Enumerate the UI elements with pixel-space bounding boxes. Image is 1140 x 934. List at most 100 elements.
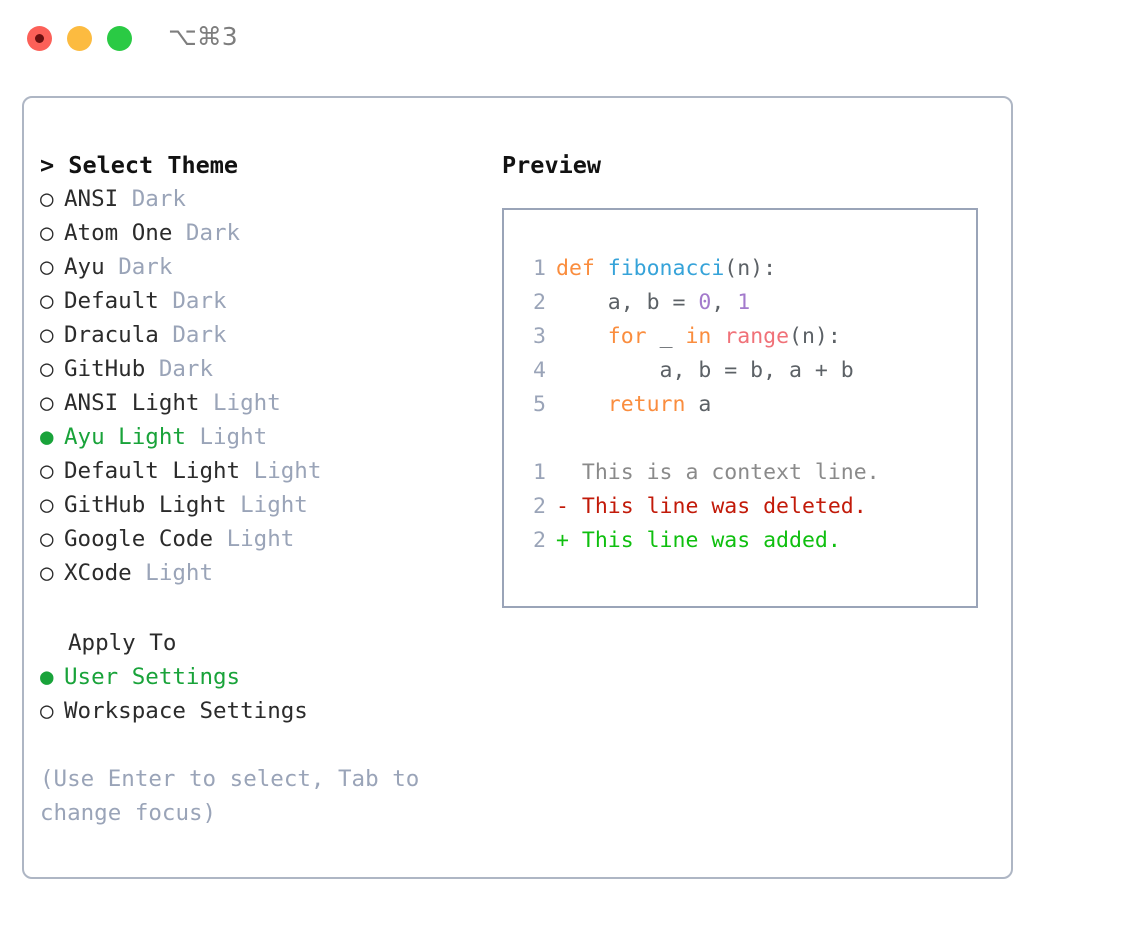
code-line-number: 1 xyxy=(533,256,546,281)
radio-unselected-icon: ○ xyxy=(40,186,54,212)
code-line: 3 for _ in range(n): xyxy=(520,320,976,354)
theme-option-label: ANSI xyxy=(64,186,119,212)
minimize-window-button[interactable] xyxy=(67,26,92,51)
code-token-call: range xyxy=(724,324,790,349)
theme-option-tag: Light xyxy=(226,526,295,552)
theme-option-label: Ayu xyxy=(64,254,105,280)
radio-unselected-icon: ○ xyxy=(40,288,54,314)
theme-option-ayu[interactable]: ○Ayu Dark xyxy=(40,250,500,284)
theme-option-label: ANSI Light xyxy=(64,390,200,416)
code-token-plain: a, b = xyxy=(556,290,699,315)
code-token-plain: _ xyxy=(646,324,686,349)
code-line-number: 4 xyxy=(533,358,546,383)
theme-option-label: GitHub xyxy=(64,356,146,382)
title-bar: ⌥⌘3 xyxy=(0,0,1140,78)
code-token-plain: , xyxy=(711,290,738,315)
apply-to-section: Apply To ● User Settings ○ Workspace Settin… xyxy=(40,626,500,728)
radio-unselected-icon: ○ xyxy=(40,356,54,382)
code-token-fn: fibonacci xyxy=(607,256,725,281)
theme-option-tag: Light xyxy=(145,560,214,586)
theme-option-xcode[interactable]: ○XCode Light xyxy=(40,556,500,590)
theme-option-tag: Dark xyxy=(172,322,227,348)
radio-selected-icon: ● xyxy=(40,424,54,450)
radio-unselected-icon: ○ xyxy=(40,458,54,484)
theme-option-default-light[interactable]: ○Default Light Light xyxy=(40,454,500,488)
diff-line-text: - This line was deleted. xyxy=(556,494,867,519)
code-token-plain: a, b = b, a + b xyxy=(556,358,854,383)
close-window-button[interactable] xyxy=(27,26,52,51)
theme-option-ansi-light[interactable]: ○ ANSI Light Light xyxy=(40,386,500,420)
theme-option-github-light[interactable]: ○GitHub Light Light xyxy=(40,488,500,522)
code-token-plain: (n): xyxy=(724,256,777,281)
code-diff-spacer xyxy=(520,422,976,456)
theme-option-label: Google Code xyxy=(64,526,214,552)
theme-options-list: ○ANSI Dark○Atom One Dark○Ayu Dark○Defaul… xyxy=(40,182,500,590)
code-token-plain xyxy=(711,324,724,349)
code-token-kw: for xyxy=(607,324,647,349)
theme-option-label: Default xyxy=(64,288,159,314)
radio-unselected-icon: ○ xyxy=(40,698,54,724)
theme-option-tag: Dark xyxy=(118,254,173,280)
code-token-num: 0 xyxy=(698,290,712,315)
apply-to-option-label: User Settings xyxy=(64,664,241,690)
theme-option-ayu-light[interactable]: ● Ayu Light Light xyxy=(40,420,500,454)
theme-option-tag: Light xyxy=(253,458,322,484)
code-token-plain: (n): xyxy=(789,324,841,349)
diff-line-number: 2 xyxy=(533,528,546,553)
radio-unselected-icon: ○ xyxy=(40,492,54,518)
diff-line-text: + This line was added. xyxy=(556,528,841,553)
preview-header: Preview xyxy=(502,151,602,179)
code-token-kw: def xyxy=(556,256,608,281)
radio-unselected-icon: ○ xyxy=(40,322,54,348)
diff-line-del: 2 - This line was deleted. xyxy=(520,490,976,524)
theme-option-tag: Light xyxy=(240,492,308,518)
theme-option-github[interactable]: ○ GitHub Dark xyxy=(40,352,500,386)
diff-line-ctx: 1 This is a context line. xyxy=(520,456,976,490)
theme-option-atom-one[interactable]: ○Atom One Dark xyxy=(40,216,500,250)
radio-selected-icon: ● xyxy=(40,664,54,690)
theme-option-tag: Dark xyxy=(158,356,214,382)
maximize-window-button[interactable] xyxy=(107,26,132,51)
apply-to-option-label: Workspace Settings xyxy=(64,698,308,724)
radio-unselected-icon: ○ xyxy=(40,560,54,586)
apply-to-options-list: ● User Settings ○ Workspace Settings xyxy=(40,660,500,728)
apply-to-header: Apply To xyxy=(68,630,177,656)
theme-option-ansi[interactable]: ○ ANSI Dark xyxy=(40,182,500,216)
code-token-num: 1 xyxy=(737,290,751,315)
theme-option-tag: Light xyxy=(199,424,268,450)
theme-option-google-code[interactable]: ○ Google Code Light xyxy=(40,522,500,556)
theme-option-label: Dracula xyxy=(64,322,159,348)
code-line-number: 2 xyxy=(533,290,546,315)
code-line-number: 5 xyxy=(533,392,546,417)
window-shortcut-label: ⌥⌘3 xyxy=(168,22,238,51)
code-line: 1 def fibonacci(n): xyxy=(520,252,976,286)
theme-option-tag: Dark xyxy=(185,220,241,246)
radio-unselected-icon: ○ xyxy=(40,390,54,416)
apply-to-option-workspace-settings[interactable]: ○ Workspace Settings xyxy=(40,694,500,728)
theme-selection-column: > Select Theme ○ANSI Dark○Atom One Dark○… xyxy=(40,148,500,830)
code-token-plain: a xyxy=(685,392,712,417)
code-line: 2 a, b = 0, 1 xyxy=(520,286,976,320)
theme-option-label: Ayu Light xyxy=(64,424,186,450)
apply-to-option-user-settings[interactable]: ● User Settings xyxy=(40,660,500,694)
theme-option-default[interactable]: ○ Default Dark xyxy=(40,284,500,318)
code-line: 5 return a xyxy=(520,388,976,422)
radio-unselected-icon: ○ xyxy=(40,526,54,552)
code-line: 4 a, b = b, a + b xyxy=(520,354,976,388)
code-token-plain xyxy=(556,324,608,349)
diff-sample: 1 This is a context line. 2 - This line wa… xyxy=(520,456,976,558)
code-line-number: 3 xyxy=(533,324,546,349)
diff-line-add: 2 + This line was added. xyxy=(520,524,976,558)
theme-option-tag: Dark xyxy=(131,186,186,212)
diff-line-number: 2 xyxy=(533,494,546,519)
theme-option-tag: Light xyxy=(213,390,281,416)
diff-line-text: This is a context line. xyxy=(556,460,880,485)
theme-option-dracula[interactable]: ○ Dracula Dark xyxy=(40,318,500,352)
code-token-kw: return xyxy=(607,392,686,417)
code-token-plain xyxy=(556,392,608,417)
theme-option-label: Atom One xyxy=(64,220,173,246)
theme-option-tag: Dark xyxy=(172,288,227,314)
